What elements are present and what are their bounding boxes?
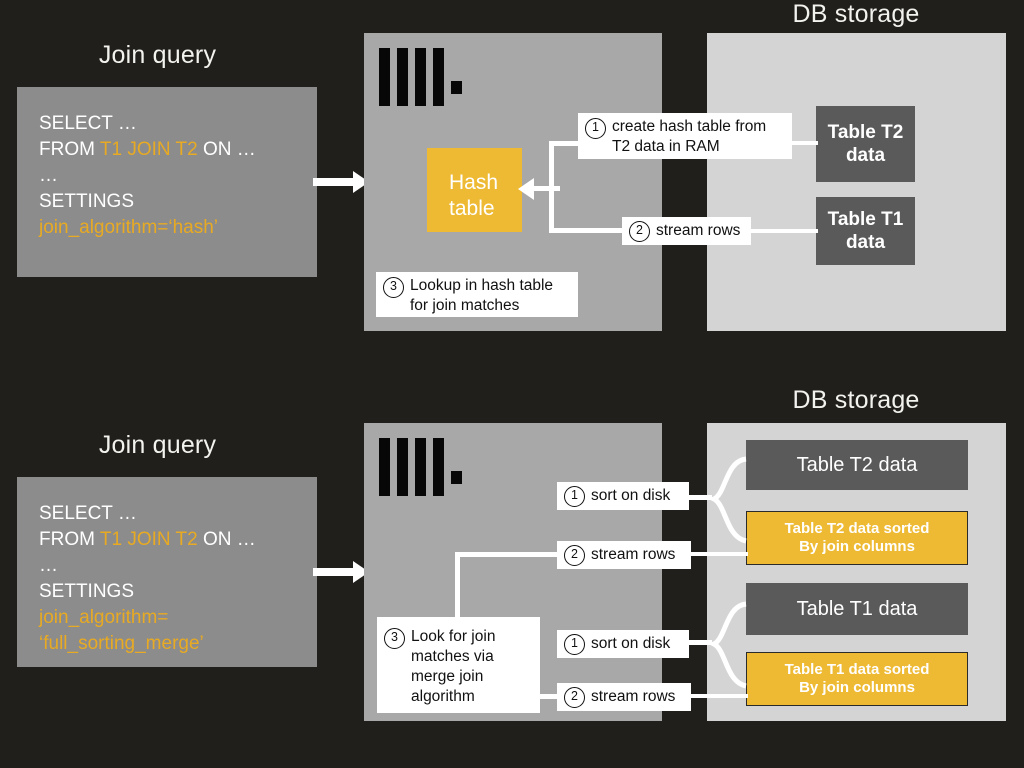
step-chip-stream-t2-bottom: 2 stream rows xyxy=(557,541,691,569)
connector-stream2-lower-run-bottom xyxy=(538,694,558,699)
step-text: Look for join matches via merge join alg… xyxy=(411,628,496,705)
step-number: 2 xyxy=(564,686,585,708)
query-to-server-arrow-bottom xyxy=(313,561,369,583)
clickhouse-logo xyxy=(379,438,462,496)
connector-stream2-left-run-bottom xyxy=(455,552,557,557)
query-code-panel-bottom: SELECT … FROM T1 JOIN T2 ON … … SETTINGS… xyxy=(17,477,317,667)
step-text: Lookup in hash table for join matches xyxy=(410,277,554,314)
step-text: stream rows xyxy=(591,688,676,705)
connector-step2-to-t1-top xyxy=(750,229,818,233)
table-box-t1-sorted-bottom: Table T1 data sorted By join columns xyxy=(746,652,968,706)
join-query-heading-top: Join query xyxy=(98,41,217,69)
step-chip-sort-t1-bottom: 1 sort on disk xyxy=(557,630,689,658)
step-chip-1-top: 1 create hash table from T2 data in RAM xyxy=(578,113,792,159)
connector-step1-horizontal-top xyxy=(549,141,581,146)
db-storage-heading-bottom: DB storage xyxy=(792,386,920,414)
table-box-t1-data-bottom: Table T1 data xyxy=(746,583,968,635)
bracket-t1-sort xyxy=(708,601,747,689)
query-line: … xyxy=(39,555,58,576)
clickhouse-logo xyxy=(379,48,462,106)
table-box-t1-data-top: Table T1 data xyxy=(816,197,915,265)
connector-stream-rows-t1-bottom xyxy=(690,694,748,698)
query-line: FROM T1 JOIN T2 ON … xyxy=(39,529,256,550)
join-query-heading-bottom: Join query xyxy=(98,431,217,459)
query-line: SETTINGS xyxy=(39,581,135,602)
query-line: FROM T1 JOIN T2 ON … xyxy=(39,139,256,160)
table-box-t2-sorted-bottom: Table T2 data sorted By join columns xyxy=(746,511,968,565)
step-number: 3 xyxy=(384,628,405,649)
step-number: 1 xyxy=(564,633,585,655)
query-code-panel-top: SELECT … FROM T1 JOIN T2 ON … … SETTINGS… xyxy=(17,87,317,277)
query-line: SELECT … xyxy=(39,113,137,134)
connector-stream-rows-t2-bottom xyxy=(690,552,748,556)
query-line: join_algorithm= xyxy=(39,607,169,628)
query-to-server-arrow-top xyxy=(313,171,369,193)
step-chip-merge-join-bottom: 3 Look for join matches via merge join a… xyxy=(377,617,540,713)
db-storage-heading-top: DB storage xyxy=(792,0,920,28)
step-text: sort on disk xyxy=(591,635,671,652)
step-number: 2 xyxy=(564,544,585,566)
step-text: stream rows xyxy=(591,546,676,563)
hash-table-box: Hash table xyxy=(427,148,522,232)
connector-step2-horizontal-top xyxy=(549,228,627,233)
bracket-t2-sort xyxy=(708,456,747,544)
query-line: join_algorithm=‘hash’ xyxy=(39,217,219,238)
query-line: SELECT … xyxy=(39,503,137,524)
query-line: ‘full_sorting_merge’ xyxy=(39,633,204,654)
step-number: 2 xyxy=(629,220,650,242)
step-chip-stream-t1-bottom: 2 stream rows xyxy=(557,683,691,711)
table-box-t2-data-bottom: Table T2 data xyxy=(746,440,968,490)
connector-stream2-vertical-bottom xyxy=(455,552,460,624)
query-line: SETTINGS xyxy=(39,191,135,212)
step-number: 1 xyxy=(585,118,606,139)
connector-bracket-t1-to-chip xyxy=(688,640,712,645)
step-text: sort on disk xyxy=(591,487,671,504)
step-chip-3-top: 3 Lookup in hash table for join matches xyxy=(376,272,578,317)
step-number: 3 xyxy=(383,277,404,298)
table-box-t2-data-top: Table T2 data xyxy=(816,106,915,182)
connector-bracket-t2-to-chip xyxy=(688,495,712,500)
query-line: … xyxy=(39,165,58,186)
step-number: 1 xyxy=(564,485,585,507)
step-chip-2-top: 2 stream rows xyxy=(622,217,751,245)
connector-step1-to-t2-top xyxy=(790,141,818,145)
step-text: create hash table from T2 data in RAM xyxy=(612,118,767,155)
arrowhead-to-hash-table xyxy=(518,178,534,200)
connector-to-hash-shaft-top xyxy=(532,186,560,191)
storage-panel-top xyxy=(707,33,1006,331)
step-text: stream rows xyxy=(656,222,741,239)
step-chip-sort-t2-bottom: 1 sort on disk xyxy=(557,482,689,510)
